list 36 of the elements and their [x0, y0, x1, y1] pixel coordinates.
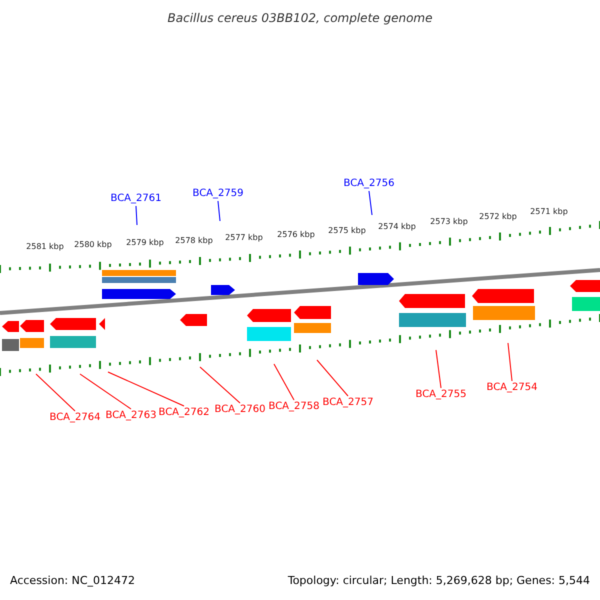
scale-label: 2575 kbp — [328, 225, 366, 237]
gene-label: BCA_2760 — [214, 404, 266, 416]
leader-line — [108, 372, 184, 406]
gene-label: BCA_2763 — [106, 410, 156, 422]
leader-line — [36, 374, 76, 412]
gene-label: BCA_2756 — [344, 178, 394, 190]
gene-label: BCA_2761 — [110, 193, 162, 205]
diagram-title: Bacillus cereus 03BB102, complete genome — [168, 12, 432, 24]
footer-text: Accession: NC_012472 — [10, 575, 136, 587]
scale-label: 2571 kbp — [530, 206, 568, 218]
leader-line — [200, 366, 240, 404]
gene-label: BCA_2754 — [486, 382, 538, 394]
leader-line — [218, 200, 220, 222]
scale-label: 2578 kbp — [175, 235, 213, 247]
leader-line — [316, 360, 348, 396]
scale-label: 2577 kbp — [225, 232, 263, 244]
footer-text: Topology: circular; Length: 5,269,628 bp; Genes: 5,544 — [288, 575, 590, 587]
scale-label: 2576 kbp — [277, 229, 315, 241]
scale-label: 2579 kbp — [126, 237, 164, 249]
gene-label: BCA_2764 — [50, 412, 100, 424]
scale-label: 2580 kbp — [74, 239, 112, 251]
scale-label: 2581 kbp — [26, 241, 64, 253]
gene-label: BCA_2759 — [192, 188, 244, 200]
leader-line — [508, 342, 512, 382]
leader-line — [368, 190, 372, 216]
gene-label: BCA_2757 — [322, 397, 374, 409]
leader-line — [136, 206, 138, 226]
gene-label: BCA_2758 — [268, 401, 320, 413]
scale-label: 2574 kbp — [378, 221, 416, 233]
leader-line — [80, 374, 132, 410]
scale-label: 2572 kbp — [479, 211, 517, 223]
leader-line — [274, 364, 294, 400]
scale-label: 2573 kbp — [430, 216, 468, 228]
gene-label: BCA_2755 — [416, 389, 466, 401]
gene-label: BCA_2762 — [158, 407, 210, 419]
leader-line — [436, 350, 442, 388]
